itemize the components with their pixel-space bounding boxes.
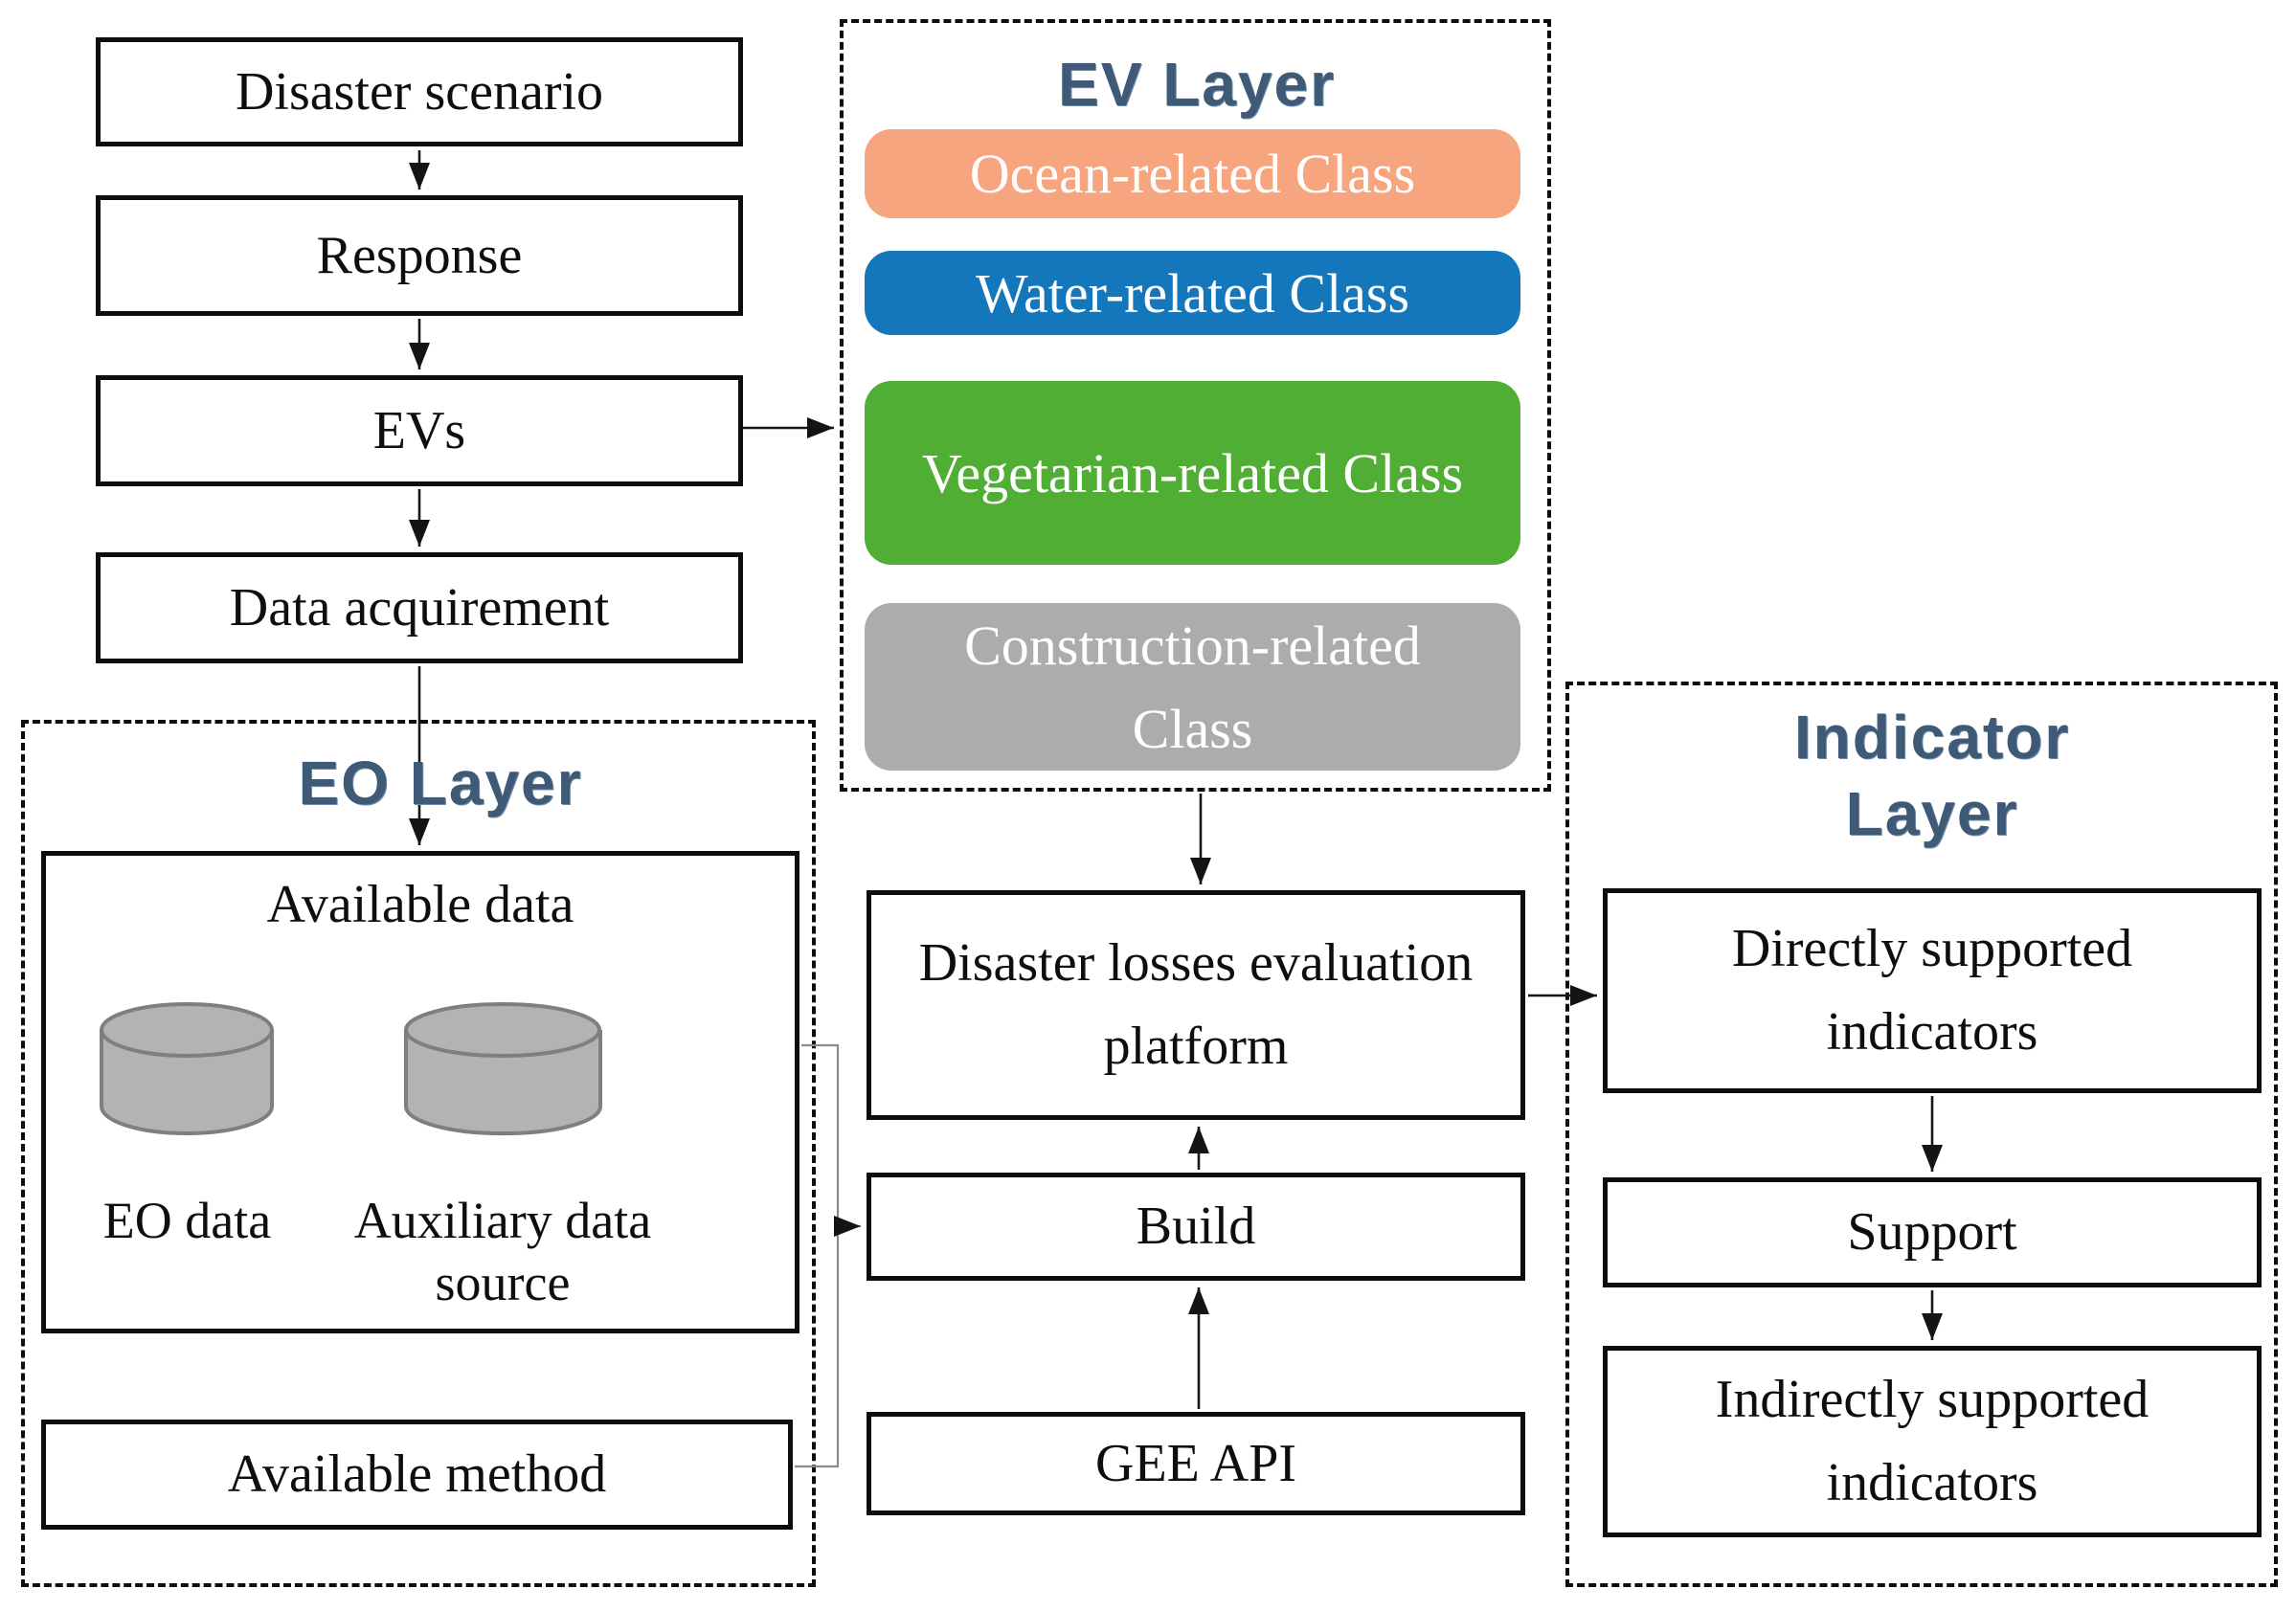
vegetarian-related-class-chip: Vegetarian-related Class: [865, 381, 1520, 565]
ocean-related-class-label: Ocean-related Class: [969, 143, 1416, 205]
available-method-box: Available method: [41, 1420, 793, 1530]
indicator-layer-title: Indicator Layer: [1793, 703, 2071, 848]
build-label: Build: [1136, 1197, 1256, 1257]
eo-data-label: EO data: [102, 1192, 272, 1249]
directly-supported-indicators-box: Directly supported indicators: [1603, 888, 2262, 1093]
water-related-class-chip: Water-related Class: [865, 251, 1520, 335]
response-box: Response: [96, 195, 743, 316]
construction-related-class-label: Construction-related Class: [964, 614, 1421, 760]
disaster-losses-evaluation-platform-label: Disaster losses evaluation platform: [918, 933, 1474, 1076]
data-acquirement-box: Data acquirement: [96, 552, 743, 663]
ev-layer-title: EV Layer: [1058, 50, 1336, 119]
disaster-scenario-label: Disaster scenario: [235, 61, 604, 122]
available-method-label: Available method: [227, 1444, 607, 1505]
disaster-losses-evaluation-platform-box: Disaster losses evaluation platform: [867, 890, 1525, 1120]
available-data-label: Available data: [266, 875, 574, 934]
gee-api-box: GEE API: [867, 1412, 1525, 1515]
indicator-layer-box: [1565, 682, 2278, 1587]
vegetarian-related-class-label: Vegetarian-related Class: [921, 441, 1464, 504]
auxiliary-data-source-label: Auxiliary data source: [353, 1192, 652, 1311]
support-label: Support: [1847, 1202, 2017, 1263]
response-label: Response: [316, 225, 523, 285]
directly-supported-indicators-label: Directly supported indicators: [1731, 919, 2133, 1062]
evs-box: EVs: [96, 375, 743, 486]
database-cylinder-icon: [404, 1002, 602, 1136]
construction-related-class-chip: Construction-related Class: [865, 603, 1520, 771]
indirectly-supported-indicators-box: Indirectly supported indicators: [1603, 1346, 2262, 1537]
database-cylinder-icon: [100, 1002, 274, 1135]
support-box: Support: [1603, 1177, 2262, 1287]
disaster-scenario-box: Disaster scenario: [96, 37, 743, 146]
indirectly-supported-indicators-label: Indirectly supported indicators: [1715, 1370, 2150, 1512]
gee-api-label: GEE API: [1095, 1433, 1296, 1493]
ocean-related-class-chip: Ocean-related Class: [865, 129, 1520, 218]
build-box: Build: [867, 1173, 1525, 1281]
data-acquirement-label: Data acquirement: [229, 577, 610, 638]
water-related-class-label: Water-related Class: [975, 261, 1410, 324]
eo-layer-title: EO Layer: [298, 749, 583, 817]
evs-label: EVs: [372, 400, 466, 460]
ev-layer-box: [840, 19, 1551, 792]
